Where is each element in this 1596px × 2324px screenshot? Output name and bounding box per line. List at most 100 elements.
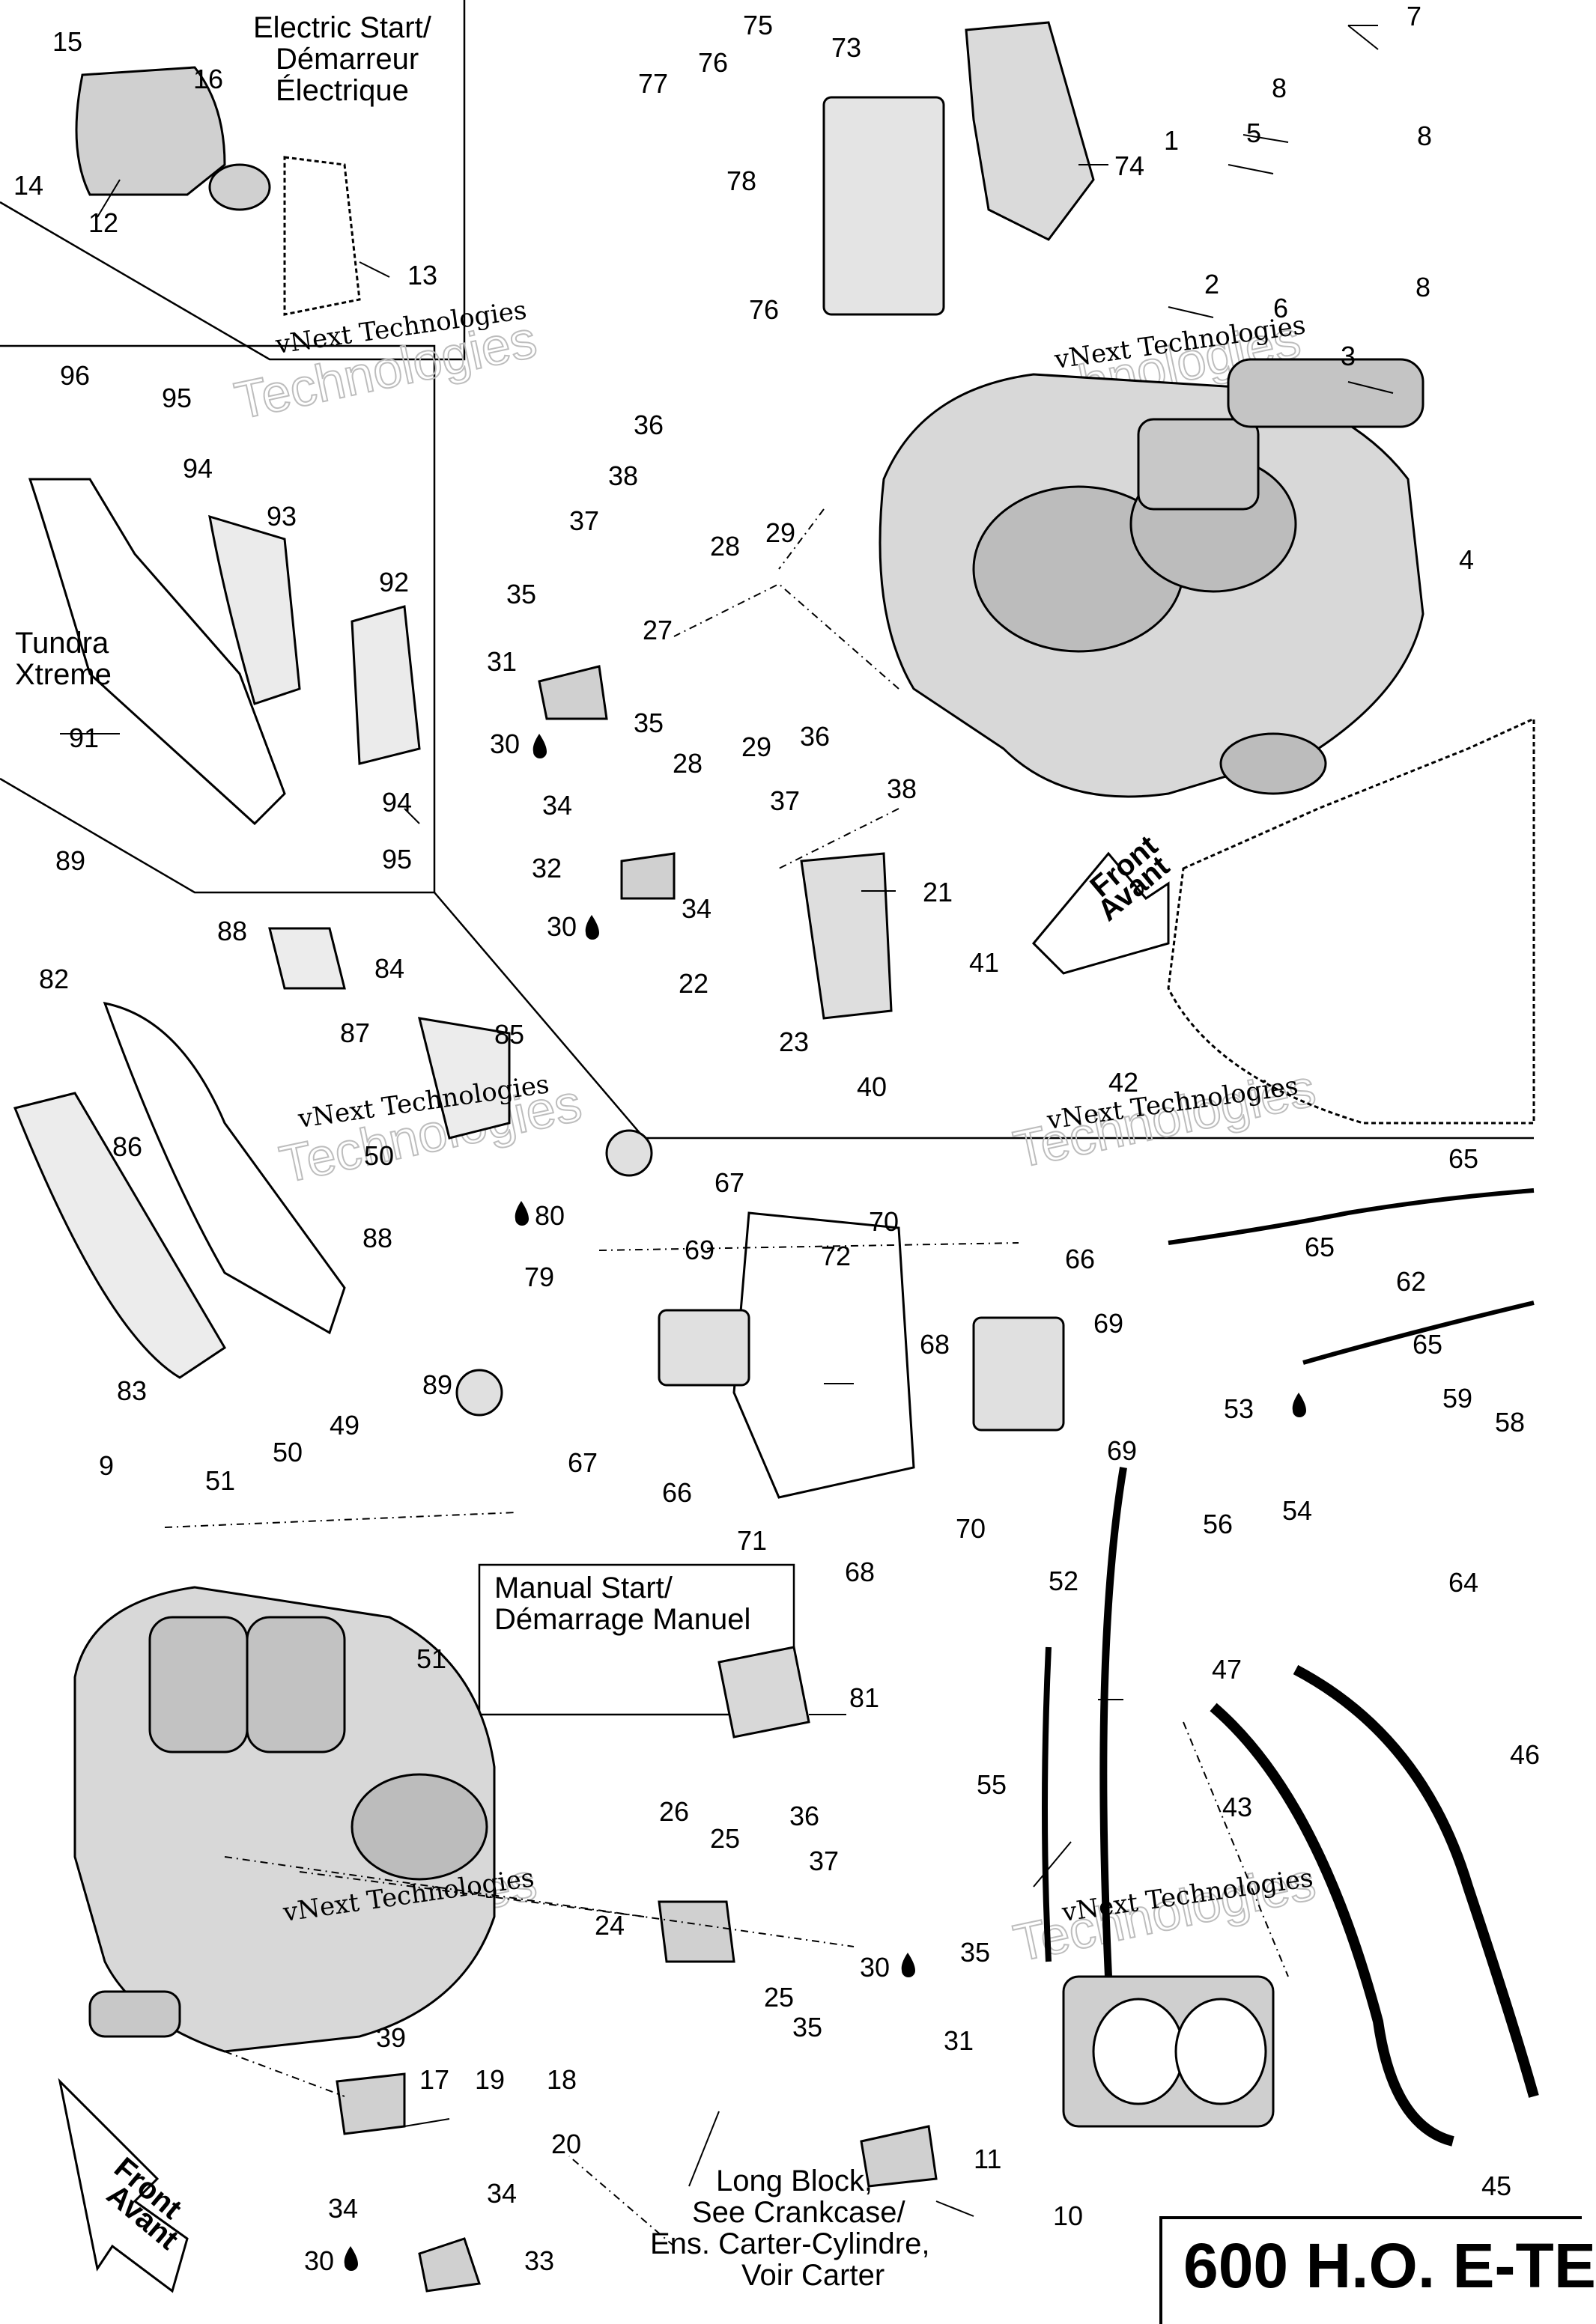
- callout-95b: 95: [382, 844, 412, 874]
- callout-29a: 29: [765, 517, 795, 548]
- callout-37a: 37: [569, 505, 599, 536]
- callout-66b: 66: [662, 1477, 692, 1508]
- ecm-module: [822, 21, 1095, 316]
- callout-40: 40: [857, 1071, 887, 1102]
- callout-89a: 89: [55, 845, 85, 876]
- tundra-line1: Tundra: [15, 627, 109, 660]
- callout-50a: 50: [364, 1140, 394, 1171]
- callout-7: 7: [1407, 1, 1421, 31]
- engine-panel-border: [434, 892, 1534, 1140]
- callout-3: 3: [1341, 341, 1356, 371]
- callout-34d: 34: [487, 2178, 517, 2209]
- callout-36a: 36: [634, 410, 664, 440]
- callout-81: 81: [849, 1682, 879, 1713]
- belt-guard-main: [13, 927, 511, 1379]
- callout-70b: 70: [956, 1513, 986, 1544]
- callout-73: 73: [831, 32, 861, 63]
- callout-42: 42: [1108, 1067, 1138, 1098]
- callout-88b: 88: [362, 1223, 392, 1253]
- callout-51b: 51: [416, 1643, 446, 1674]
- callout-68b: 68: [845, 1557, 875, 1587]
- callout-2: 2: [1204, 269, 1219, 299]
- manual-start-handle: [717, 1646, 810, 1739]
- callout-22: 22: [679, 968, 709, 999]
- callout-95a: 95: [162, 383, 192, 413]
- belt-guard-tundra: [28, 478, 421, 826]
- front-arrow-upper: Front Avant: [1031, 830, 1176, 975]
- callout-9: 9: [99, 1450, 114, 1481]
- front-arrow-lower: Front Avant: [58, 2078, 189, 2293]
- long-block-line2: See Crankcase/: [692, 2196, 905, 2229]
- engine-upper: [879, 358, 1424, 798]
- electric-start-panel-border: [0, 0, 466, 361]
- callout-10: 10: [1053, 2200, 1083, 2231]
- callout-29b: 29: [741, 731, 771, 762]
- manual-start-line2: Démarrage Manuel: [494, 1603, 750, 1636]
- callout-12: 12: [88, 207, 118, 238]
- callout-68a: 68: [920, 1329, 950, 1360]
- callout-96: 96: [60, 360, 90, 391]
- sealant-drop-icon: [901, 1953, 915, 1977]
- engine-lower: [73, 1586, 496, 2053]
- callout-70a: 70: [869, 1206, 899, 1237]
- callout-18: 18: [547, 2064, 577, 2095]
- callout-67b: 67: [568, 1447, 598, 1478]
- callout-82: 82: [39, 964, 69, 994]
- callout-34c: 34: [328, 2193, 358, 2224]
- long-block-line3: Ens. Carter-Cylindre,: [650, 2227, 929, 2260]
- callout-93: 93: [267, 501, 297, 532]
- callout-79: 79: [524, 1262, 554, 1292]
- callout-87: 87: [340, 1017, 370, 1048]
- callout-35d: 35: [792, 2012, 822, 2042]
- callout-25a: 25: [710, 1823, 740, 1854]
- long-block-line1: Long Block,: [716, 2165, 873, 2197]
- callout-5: 5: [1246, 118, 1261, 148]
- callout-50b: 50: [273, 1437, 303, 1467]
- callout-80: 80: [535, 1200, 565, 1231]
- sealant-drop-icon: [344, 2246, 358, 2271]
- callout-66a: 66: [1065, 1244, 1095, 1274]
- callout-28b: 28: [673, 748, 703, 779]
- sealant-drops: [344, 734, 1306, 2271]
- callout-71: 71: [737, 1525, 767, 1556]
- callout-83: 83: [117, 1375, 147, 1406]
- callout-65c: 65: [1413, 1329, 1442, 1360]
- callout-69c: 69: [1107, 1435, 1137, 1466]
- callout-59: 59: [1442, 1383, 1472, 1414]
- title-box: [1159, 2216, 1582, 2324]
- callout-38b: 38: [887, 773, 917, 804]
- callout-34a: 34: [542, 790, 572, 821]
- callout-84: 84: [374, 953, 404, 984]
- panel-borders: [0, 0, 1534, 1716]
- callout-67a: 67: [714, 1167, 744, 1198]
- callout-49: 49: [330, 1410, 359, 1441]
- callout-30d: 30: [304, 2245, 334, 2276]
- callout-77: 77: [638, 68, 668, 99]
- callout-69a: 69: [685, 1235, 714, 1265]
- callout-28a: 28: [710, 531, 740, 562]
- callout-46: 46: [1510, 1739, 1540, 1770]
- callout-52: 52: [1049, 1566, 1078, 1596]
- callout-20: 20: [551, 2129, 581, 2159]
- callout-69b: 69: [1093, 1308, 1123, 1339]
- diagram-title: 600 H.O. E-TE: [1183, 2230, 1596, 2301]
- callout-55: 55: [977, 1769, 1007, 1800]
- callout-74: 74: [1114, 150, 1144, 181]
- callout-36b: 36: [800, 721, 830, 752]
- callout-65a: 65: [1448, 1143, 1478, 1174]
- callout-76a: 76: [698, 47, 728, 78]
- callout-94b: 94: [382, 787, 412, 818]
- section-labels: Electric Start/ Démarreur Électrique Tun…: [15, 11, 929, 2292]
- callout-6: 6: [1273, 293, 1288, 323]
- callout-19: 19: [475, 2064, 505, 2095]
- callout-34b: 34: [682, 893, 711, 924]
- callout-14: 14: [13, 170, 43, 201]
- callout-31a: 31: [487, 646, 517, 677]
- callout-21: 21: [923, 877, 953, 907]
- callout-45: 45: [1481, 2171, 1511, 2201]
- callout-8b: 8: [1417, 121, 1432, 151]
- callout-15: 15: [52, 26, 82, 57]
- callout-65b: 65: [1305, 1232, 1335, 1262]
- sealant-drop-icon: [1292, 1393, 1306, 1417]
- electrical-bracket: [455, 1129, 1065, 1499]
